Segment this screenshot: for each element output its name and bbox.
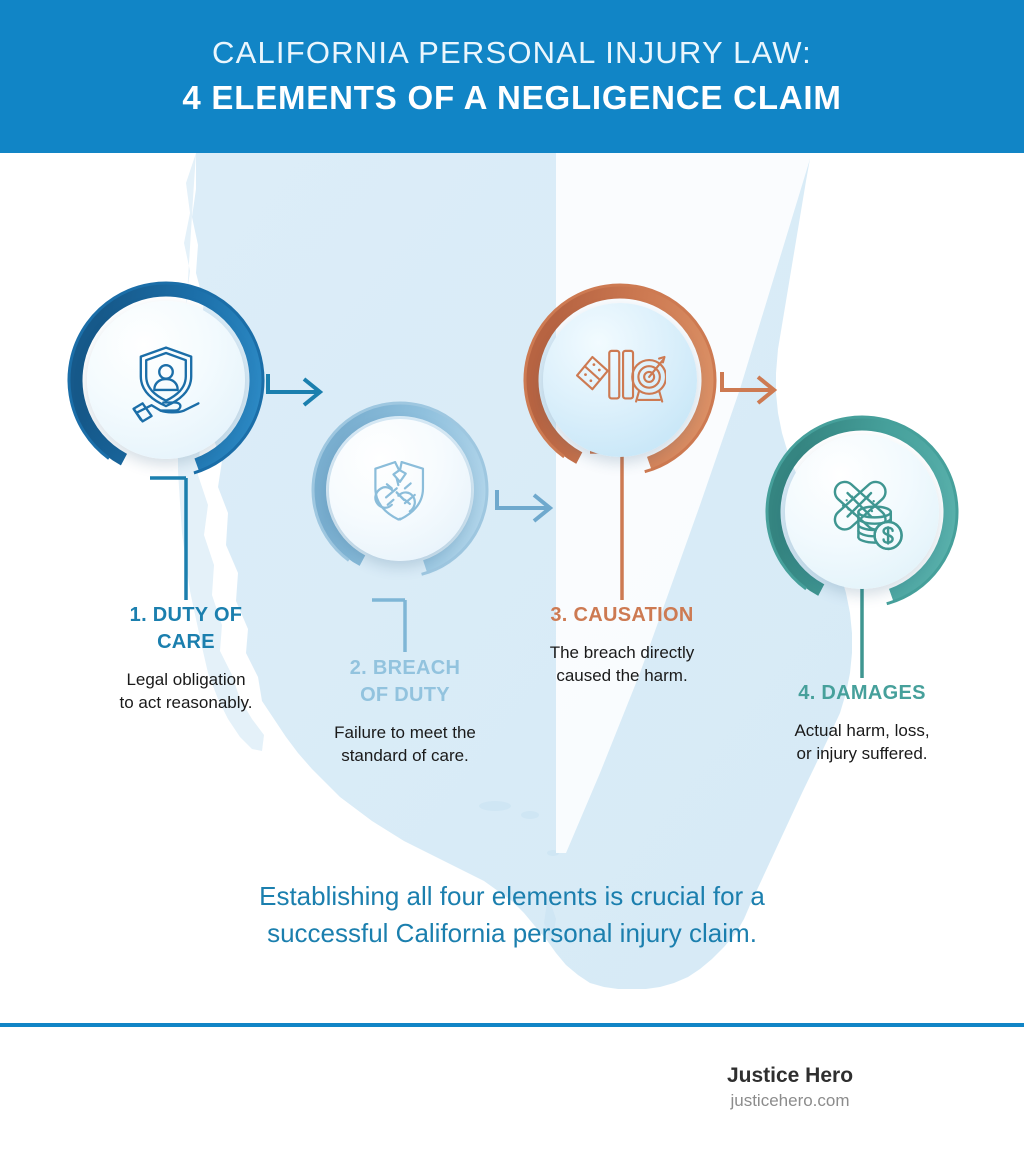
element-4-label-block: 4. DAMAGES Actual harm, loss, or injury … [742,680,982,765]
arrow-3-to-4-line [720,372,772,392]
conclusion-text: Establishing all four elements is crucia… [0,878,1024,952]
element-3-desc-line-2: caused the harm. [556,665,688,685]
element-2-desc-line-2: standard of care. [341,745,469,765]
ring-2-outer-thin [311,401,489,579]
element-1-title-line-2: CARE [157,631,215,653]
map-island-1 [479,801,511,811]
conclusion-line-2: successful California personal injury cl… [267,917,757,948]
element-4-title-line-1: 4. DAMAGES [798,682,926,704]
footer-brand-name: Justice Hero [726,1064,854,1087]
bandage-coins-icon [833,480,903,551]
element-2-title: 2. BREACH OF DUTY [280,655,530,709]
conclusion-line-1: Establishing all four elements is crucia… [259,881,765,911]
element-3-description: The breach directly caused the harm. [502,642,742,687]
broken-shield-chain-icon [374,461,425,521]
element-node-1[interactable] [66,280,266,480]
element-2-title-line-2: OF DUTY [360,684,450,706]
footer-brand-block: Justice Hero justicehero.com [680,1063,900,1111]
map-island-3 [547,850,559,856]
element-3-label-block: 3. CAUSATION The breach directly caused … [502,602,742,687]
element-4-title: 4. DAMAGES [742,680,982,707]
element-1-title-line-1: 1. DUTY OF [129,604,243,626]
arrow-2-to-3-head [532,493,554,523]
element-1-title: 1. DUTY OF CARE [56,602,316,656]
element-3-disc [543,303,697,457]
map-island-2 [521,811,539,819]
element-1-description: Legal obligation to act reasonably. [56,669,316,714]
ring-1-outer-thin [67,281,265,479]
element-4-disc [785,435,939,589]
element-2-desc-line-1: Failure to meet the [334,723,476,742]
element-3-title-line-1: 3. CAUSATION [550,604,694,626]
arrow-1-to-2-line [266,374,318,394]
element-4-description: Actual harm, loss, or injury suffered. [742,720,982,765]
element-4-desc-line-1: Actual harm, loss, [794,721,930,740]
ring-2-icon [311,401,489,579]
element-1-disc [87,301,245,459]
element-2-title-line-1: 2. BREACH [349,657,461,679]
element-node-4[interactable] [764,414,960,610]
footer-website-url[interactable]: justicehero.com [730,1091,850,1111]
arrow-2-to-3-line [495,490,548,510]
header-title-line-2: 4 ELEMENTS OF A NEGLIGENCE CLAIM [182,78,842,116]
arrow-3-to-4-head [756,375,778,405]
ring-1-outer-thick [69,283,263,477]
element-3-title: 3. CAUSATION [502,602,742,629]
element-node-2[interactable] [310,400,490,580]
element-3-desc-line-1: The breach directly [549,643,695,662]
element-2-label-block: 2. BREACH OF DUTY Failure to meet the st… [280,655,530,767]
ring-4-icon [765,415,959,609]
shield-person-on-hand-icon [132,346,200,423]
footer-divider [0,1023,1024,1027]
header-title-line-1: CALIFORNIA PERSONAL INJURY LAW: [212,35,812,71]
falling-dominoes-target-icon [575,349,666,403]
ring-4-outer-thick [767,417,957,607]
ring-2-outer-thick [314,404,487,576]
map-main-shape [192,153,852,989]
element-1-desc-line-1: Legal obligation [126,670,246,689]
element-1-label-block: 1. DUTY OF CARE Legal obligation to act … [56,602,316,714]
element-1-desc-line-2: to act reasonably. [119,692,253,712]
element-2-disc [329,419,471,561]
element-4-desc-line-2: or injury suffered. [796,743,928,763]
ring-3-outer-thick [525,285,715,475]
element-2-description: Failure to meet the standard of care. [280,722,530,767]
ring-1-icon [67,281,265,479]
ring-3-icon [523,283,717,477]
element-node-3[interactable] [522,282,718,478]
header-banner: CALIFORNIA PERSONAL INJURY LAW: 4 ELEMEN… [0,0,1024,153]
